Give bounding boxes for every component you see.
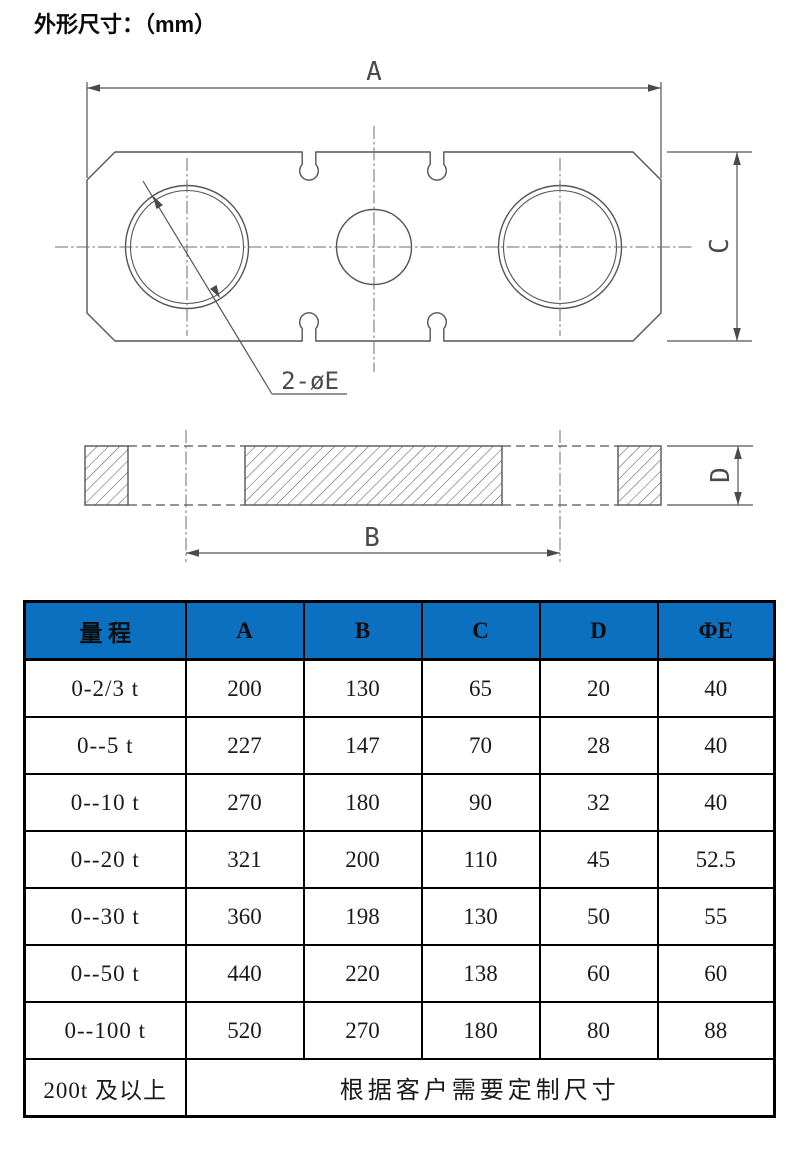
table-footer-row: 200t 及以上根据客户需要定制尺寸 bbox=[23, 1058, 776, 1118]
value-cell: 200 bbox=[302, 830, 423, 889]
top-view-centerlines bbox=[55, 126, 692, 372]
value-cell: 88 bbox=[656, 1001, 776, 1060]
value-cell: 65 bbox=[420, 658, 541, 718]
value-cell: 80 bbox=[538, 1001, 659, 1060]
footer-range-cell: 200t 及以上 bbox=[23, 1058, 187, 1118]
side-view bbox=[84, 430, 662, 562]
col-header-c: C bbox=[420, 600, 541, 661]
value-cell: 32 bbox=[538, 773, 659, 832]
value-cell: 520 bbox=[184, 1001, 305, 1060]
value-cell: 130 bbox=[302, 658, 423, 718]
value-cell: 110 bbox=[420, 830, 541, 889]
dim-c-label: C bbox=[705, 238, 735, 254]
value-cell: 60 bbox=[656, 944, 776, 1003]
col-header-range: 量 程 bbox=[23, 600, 187, 661]
value-cell: 90 bbox=[420, 773, 541, 832]
dim-b-label: B bbox=[364, 523, 380, 553]
dim-d: D bbox=[667, 445, 753, 506]
section-block-middle bbox=[244, 445, 503, 506]
dim-a-label: A bbox=[366, 57, 382, 87]
page-title: 外形尺寸：（mm） bbox=[34, 12, 217, 37]
col-header-d: D bbox=[538, 600, 659, 661]
value-cell: 321 bbox=[184, 830, 305, 889]
value-cell: 200 bbox=[184, 658, 305, 718]
section-block-right bbox=[617, 445, 662, 506]
dim-a: A bbox=[86, 57, 662, 178]
value-cell: 440 bbox=[184, 944, 305, 1003]
hole-callout-label: 2-øE bbox=[281, 367, 339, 395]
range-cell: 0--30 t bbox=[23, 887, 187, 946]
dim-d-label: D bbox=[706, 467, 736, 483]
range-cell: 0--10 t bbox=[23, 773, 187, 832]
footer-note-cell: 根据客户需要定制尺寸 bbox=[184, 1058, 776, 1118]
side-view-centerlines bbox=[185, 430, 561, 562]
range-cell: 0--5 t bbox=[23, 716, 187, 775]
value-cell: 40 bbox=[656, 716, 776, 775]
value-cell: 227 bbox=[184, 716, 305, 775]
dim-c: C bbox=[667, 151, 752, 342]
col-header-b: B bbox=[302, 600, 423, 661]
range-cell: 0-2/3 t bbox=[23, 658, 187, 718]
value-cell: 270 bbox=[302, 1001, 423, 1060]
value-cell: 130 bbox=[420, 887, 541, 946]
plate-outline bbox=[86, 151, 662, 342]
value-cell: 147 bbox=[302, 716, 423, 775]
value-cell: 45 bbox=[538, 830, 659, 889]
value-cell: 28 bbox=[538, 716, 659, 775]
col-header-φe: ΦE bbox=[656, 600, 776, 661]
value-cell: 50 bbox=[538, 887, 659, 946]
value-cell: 52.5 bbox=[656, 830, 776, 889]
value-cell: 198 bbox=[302, 887, 423, 946]
value-cell: 138 bbox=[420, 944, 541, 1003]
value-cell: 270 bbox=[184, 773, 305, 832]
value-cell: 60 bbox=[538, 944, 659, 1003]
range-cell: 0--100 t bbox=[23, 1001, 187, 1060]
value-cell: 70 bbox=[420, 716, 541, 775]
range-cell: 0--20 t bbox=[23, 830, 187, 889]
dim-b: B bbox=[186, 523, 560, 557]
range-cell: 0--50 t bbox=[23, 944, 187, 1003]
value-cell: 220 bbox=[302, 944, 423, 1003]
value-cell: 360 bbox=[184, 887, 305, 946]
section-block-left bbox=[84, 445, 129, 506]
value-cell: 40 bbox=[656, 773, 776, 832]
value-cell: 180 bbox=[302, 773, 423, 832]
value-cell: 180 bbox=[420, 1001, 541, 1060]
dimension-drawing: A C 2-øE bbox=[55, 57, 753, 562]
value-cell: 55 bbox=[656, 887, 776, 946]
hole-callout: 2-øE bbox=[142, 180, 347, 395]
value-cell: 40 bbox=[656, 658, 776, 718]
value-cell: 20 bbox=[538, 658, 659, 718]
col-header-a: A bbox=[184, 600, 305, 661]
dimension-drawing-svg: A C 2-øE bbox=[55, 57, 753, 562]
